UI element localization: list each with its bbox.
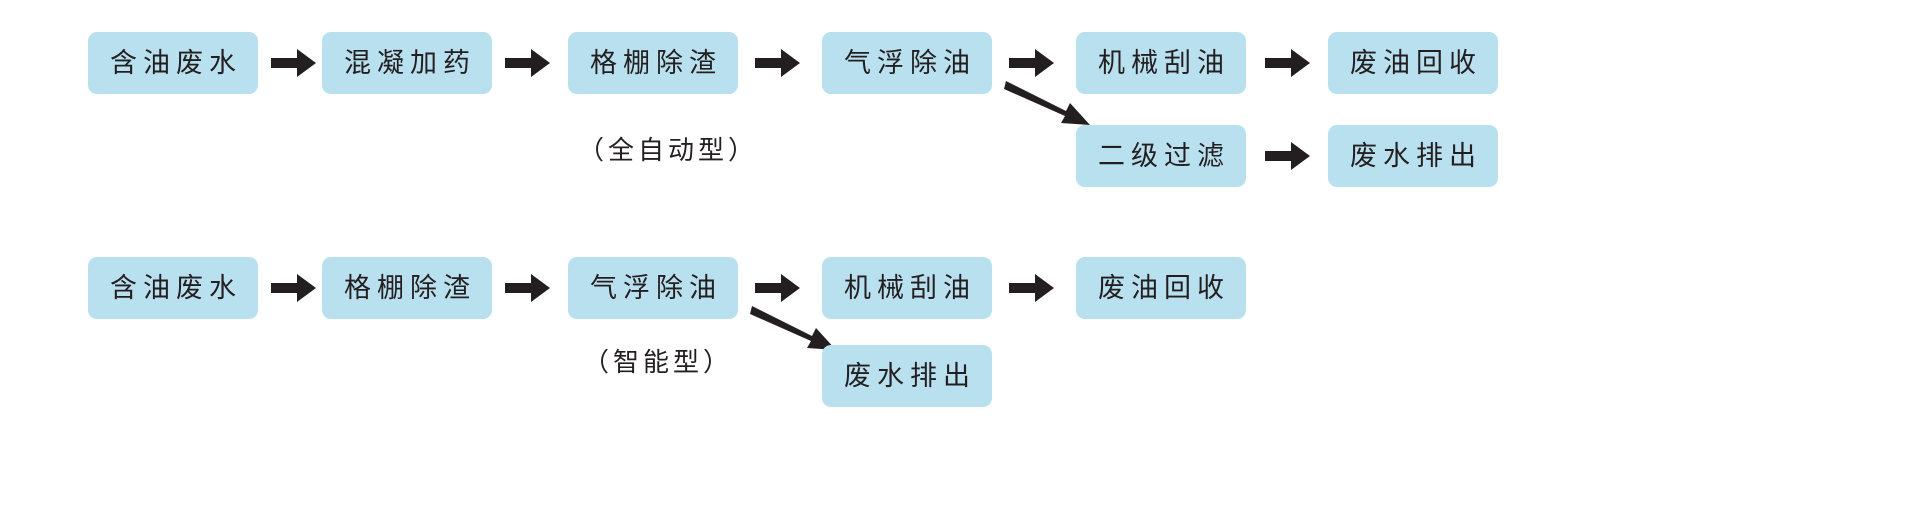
node-row1-wastewater-discharge[interactable]: 废水排出	[1328, 125, 1498, 187]
node-label: 废油回收	[1098, 272, 1230, 304]
arrow-row1-1	[268, 42, 320, 84]
node-row2-grille-deslagging[interactable]: 格棚除渣	[322, 257, 492, 319]
node-row2-wastewater-discharge[interactable]: 废水排出	[822, 345, 992, 407]
arrow-row2-4	[1006, 267, 1058, 309]
node-label: 废水排出	[844, 360, 976, 392]
arrow-row2-3	[752, 267, 804, 309]
node-label: 格棚除渣	[344, 272, 476, 304]
node-row2-mechanical-oil-skimming[interactable]: 机械刮油	[822, 257, 992, 319]
node-row1-air-flotation-deoiling[interactable]: 气浮除油	[822, 32, 992, 94]
node-row1-mechanical-oil-skimming[interactable]: 机械刮油	[1076, 32, 1246, 94]
node-row1-secondary-filtration[interactable]: 二级过滤	[1076, 125, 1246, 187]
node-label: 气浮除油	[844, 47, 976, 79]
caption-row1-fully-automatic: （全自动型）	[578, 136, 759, 166]
arrow-row1-2	[502, 42, 554, 84]
node-label: 二级过滤	[1098, 140, 1230, 172]
arrow-row1-5	[1262, 42, 1314, 84]
node-row1-grille-deslagging[interactable]: 格棚除渣	[568, 32, 738, 94]
node-label: 含油废水	[110, 47, 242, 79]
arrow-row1-branch-1	[1262, 135, 1314, 177]
node-label: 废油回收	[1350, 47, 1482, 79]
arrow-row1-3	[752, 42, 804, 84]
node-row1-oily-wastewater[interactable]: 含油废水	[88, 32, 258, 94]
node-label: 气浮除油	[590, 272, 722, 304]
node-row1-waste-oil-recovery[interactable]: 废油回收	[1328, 32, 1498, 94]
node-label: 含油废水	[110, 272, 242, 304]
node-label: 机械刮油	[844, 272, 976, 304]
arrow-row1-4	[1006, 42, 1058, 84]
node-row2-air-flotation-deoiling[interactable]: 气浮除油	[568, 257, 738, 319]
arrow-row2-1	[268, 267, 320, 309]
node-label: 格棚除渣	[590, 47, 722, 79]
caption-row2-intelligent: （智能型）	[583, 348, 734, 378]
node-row2-waste-oil-recovery[interactable]: 废油回收	[1076, 257, 1246, 319]
node-label: 废水排出	[1350, 140, 1482, 172]
node-row1-coagulant-dosing[interactable]: 混凝加药	[322, 32, 492, 94]
node-row2-oily-wastewater[interactable]: 含油废水	[88, 257, 258, 319]
node-label: 混凝加药	[344, 47, 476, 79]
node-label: 机械刮油	[1098, 47, 1230, 79]
arrow-row2-2	[502, 267, 554, 309]
